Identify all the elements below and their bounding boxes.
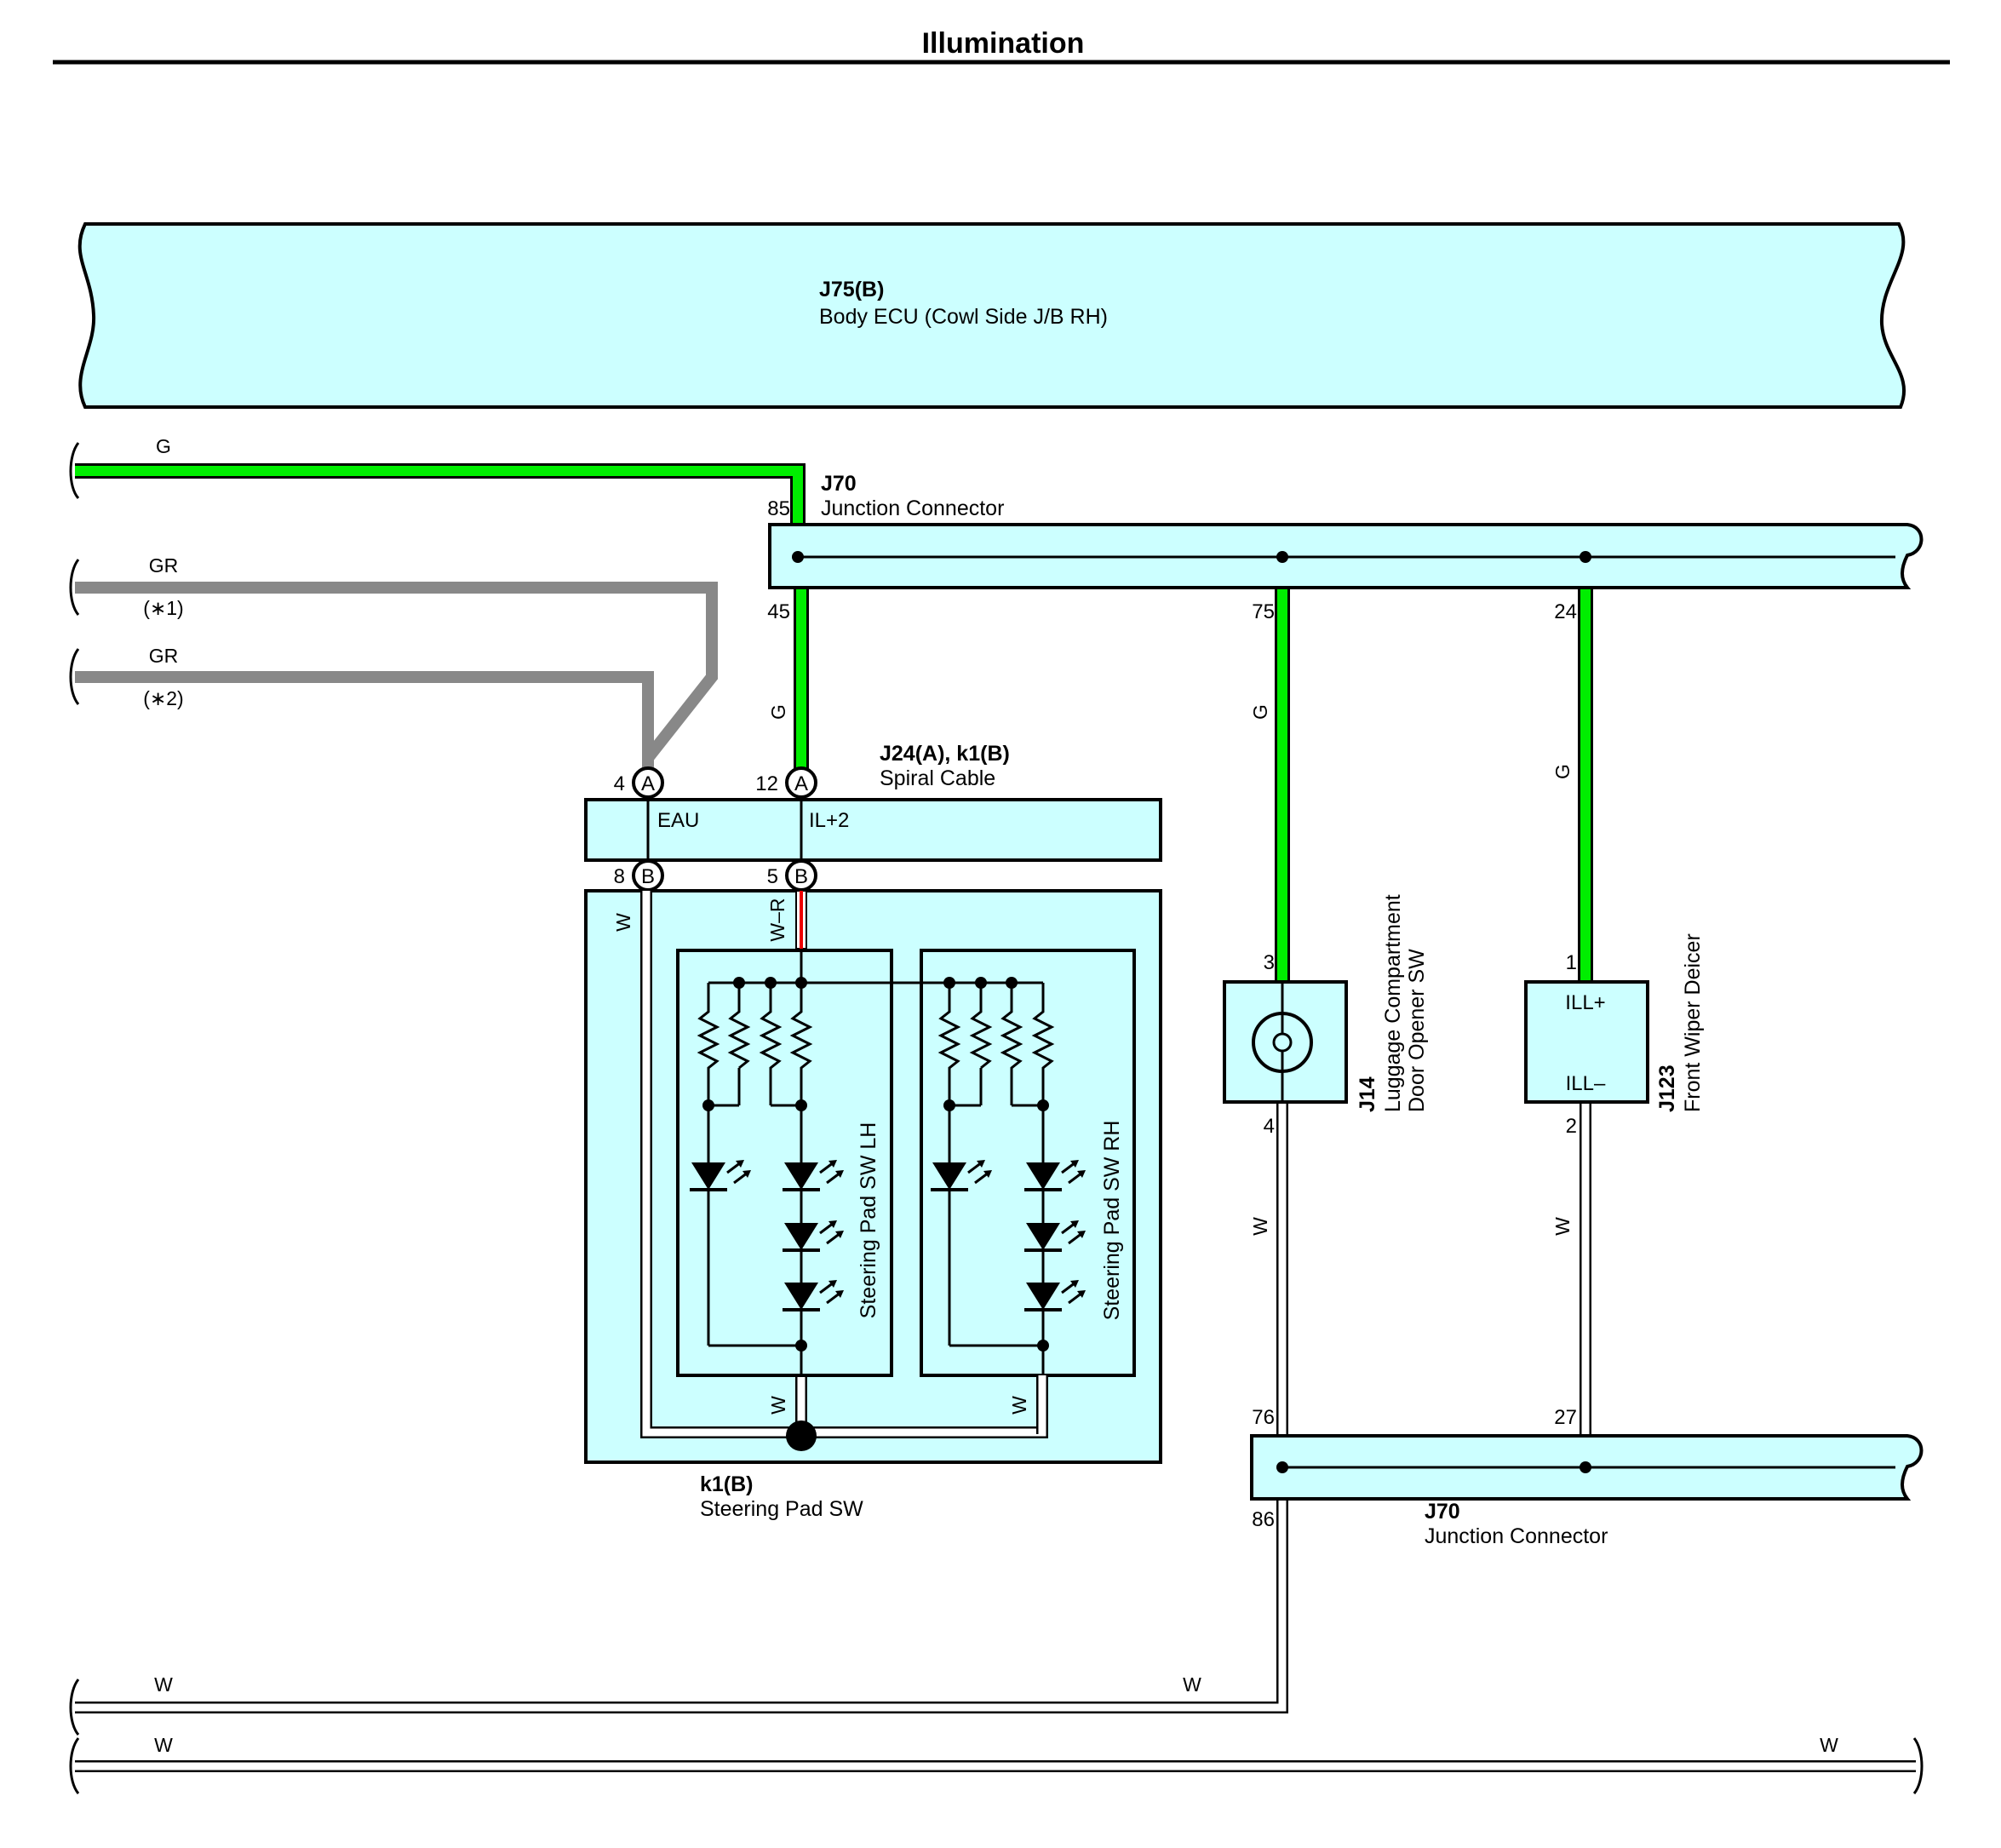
ground-splice-icon	[786, 1420, 817, 1451]
rh-circuit	[929, 977, 1087, 1375]
wiper-deicer-name: Front Wiper Deicer	[1681, 933, 1705, 1112]
connector-letter: B	[794, 865, 808, 888]
wire-label-g-75: G	[1249, 704, 1271, 720]
spiral-pin-4: A 4	[614, 766, 664, 799]
pin-number: 5	[767, 865, 778, 888]
body-ecu-code: J75(B)	[819, 278, 884, 301]
spiral-pin-5: B 5	[767, 859, 817, 892]
deicer-terminal-ill-minus: ILL–	[1566, 1072, 1606, 1095]
resistor-icon	[727, 983, 751, 1070]
wire-label-w-lh: W	[767, 1396, 789, 1415]
spiral-cable-box	[584, 798, 1162, 862]
junction-top-dot-85	[792, 551, 804, 563]
junction-top-name: Junction Connector	[821, 496, 1004, 520]
wire-end-bracket-gr1	[69, 559, 80, 616]
wire-label-wr: W–R	[766, 898, 788, 941]
steering-pad-lh-label: Steering Pad SW LH	[857, 1122, 880, 1319]
connector-letter: A	[794, 772, 808, 795]
resistor-icon	[789, 983, 813, 1105]
spiral-terminal-il2: IL+2	[809, 809, 849, 832]
pin-number: 8	[614, 865, 625, 888]
wire-label-w-bottom1-left: W	[154, 1673, 173, 1696]
wire-end-bracket-w1	[69, 1679, 80, 1736]
lh-circuit	[688, 977, 846, 1375]
resistor-icon	[1031, 983, 1055, 1105]
junction-bottom-dot-27	[1580, 1461, 1591, 1473]
junction-top-dot-75	[1276, 551, 1288, 563]
wire-label-g-45: G	[767, 704, 789, 720]
resistor-icon	[697, 983, 720, 1105]
wire-label-w-bottom2-left: W	[154, 1734, 173, 1756]
junction-bottom-name: Junction Connector	[1425, 1524, 1608, 1548]
spiral-terminal-eau: EAU	[657, 809, 699, 832]
wire-label-gr1-note: (∗1)	[143, 597, 183, 619]
resistor-icon	[937, 983, 961, 1105]
resistor-icon	[1000, 983, 1023, 1105]
wire-label-w-bottom1-right: W	[1183, 1673, 1201, 1696]
spiral-cable-code: J24(A), k1(B)	[880, 742, 1010, 766]
junction-top-pin-85: 85	[767, 497, 790, 520]
connector-letter: B	[641, 865, 655, 888]
pin-number: 4	[614, 772, 625, 795]
steering-pad-code: k1(B)	[700, 1472, 754, 1496]
wiper-deicer-box	[1524, 980, 1649, 1104]
switch-illumination-icon	[1252, 1012, 1313, 1073]
luggage-sw-name-line1: Luggage Compartment	[1381, 894, 1405, 1112]
steering-pad-name: Steering Pad SW	[700, 1497, 863, 1521]
pin-number: 12	[755, 772, 778, 795]
deicer-pin-1: 1	[1566, 951, 1577, 974]
luggage-sw-box	[1223, 980, 1348, 1104]
junction-top-pin-75: 75	[1252, 600, 1275, 623]
wire-gr-2	[75, 671, 654, 768]
wire-end-bracket-w2-right	[1912, 1737, 1924, 1794]
resistor-icon	[969, 983, 993, 1070]
wire-label-w-rh: W	[1008, 1396, 1030, 1415]
wire-label-g-24: G	[1551, 764, 1574, 779]
luggage-pin-3: 3	[1264, 951, 1275, 974]
deicer-terminal-ill-plus: ILL+	[1565, 991, 1605, 1014]
wire-label-w-luggage: W	[1249, 1217, 1271, 1236]
wiper-deicer-code: J123	[1655, 1065, 1679, 1112]
wire-label-w-deicer: W	[1551, 1217, 1574, 1236]
junction-bottom-dot-76	[1276, 1461, 1288, 1473]
steering-pad-rh-label: Steering Pad SW RH	[1100, 1121, 1124, 1321]
page-title: Illumination	[922, 27, 1085, 60]
junction-top-pin-45: 45	[767, 600, 790, 623]
wire-label-w-bottom2-right: W	[1820, 1734, 1838, 1756]
junction-top-dot-24	[1580, 551, 1591, 563]
wire-label-gr2: GR	[149, 645, 179, 667]
body-ecu-box	[77, 222, 1906, 409]
spiral-cable-name: Spiral Cable	[880, 766, 995, 790]
junction-bottom-pin-76: 76	[1252, 1406, 1275, 1429]
spiral-pin-8: B 8	[614, 859, 664, 892]
wire-label-g-top: G	[156, 435, 171, 457]
luggage-pin-4: 4	[1264, 1115, 1275, 1138]
resistor-icon	[759, 983, 783, 1105]
junction-bottom-pin-27: 27	[1554, 1406, 1577, 1429]
junction-bottom-code: J70	[1425, 1500, 1460, 1524]
luggage-sw-code: J14	[1356, 1076, 1379, 1112]
spiral-pin-12: A 12	[755, 766, 817, 799]
connector-letter: A	[641, 772, 655, 795]
wire-g-top	[75, 463, 806, 525]
junction-top-pin-24: 24	[1554, 600, 1577, 623]
wire-end-bracket-w2-left	[69, 1737, 80, 1794]
wire-w-bottom-1	[75, 1501, 1288, 1713]
wire-label-w-left: W	[612, 913, 634, 932]
deicer-pin-2: 2	[1566, 1115, 1577, 1138]
body-ecu-name: Body ECU (Cowl Side J/B RH)	[819, 305, 1108, 329]
junction-bottom-pin-86: 86	[1252, 1508, 1275, 1531]
wire-end-bracket-g	[69, 442, 80, 500]
junction-top-code: J70	[821, 472, 857, 496]
wire-label-gr1: GR	[149, 554, 179, 577]
wire-end-bracket-gr2	[69, 648, 80, 705]
wire-label-gr2-note: (∗2)	[143, 687, 183, 709]
luggage-sw-name-line2: Door Opener SW	[1405, 949, 1429, 1112]
